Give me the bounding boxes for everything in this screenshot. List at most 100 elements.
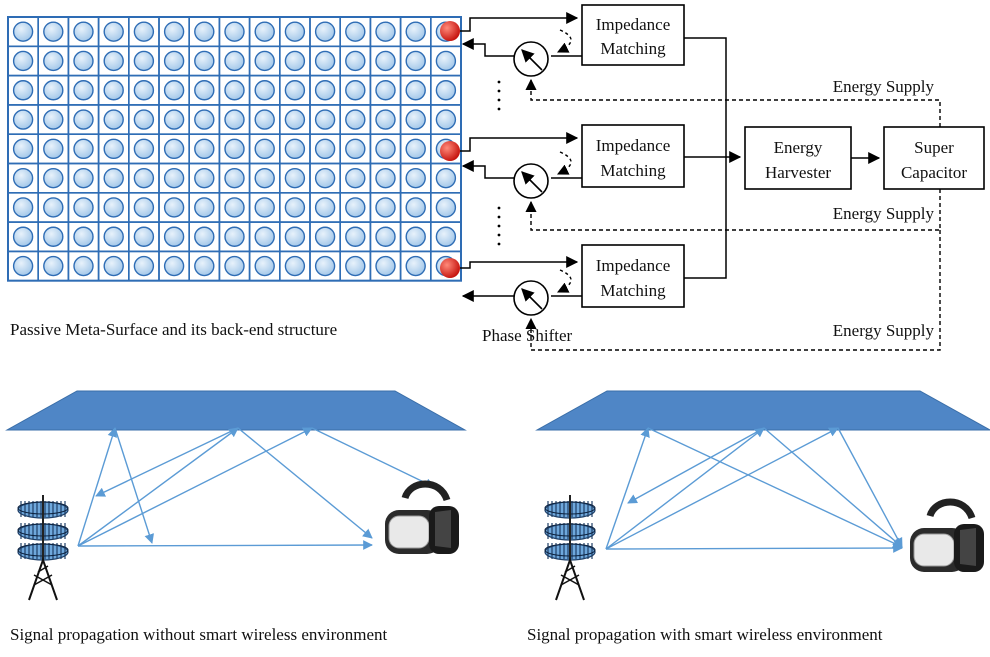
reflecting-surface	[5, 390, 467, 431]
meta-atom	[163, 255, 185, 277]
meta-atom	[375, 255, 396, 277]
meta-atom	[224, 50, 245, 72]
meta-atom	[43, 80, 64, 101]
meta-atom	[133, 226, 155, 247]
meta-atom	[73, 197, 94, 218]
svg-text:Capacitor: Capacitor	[901, 163, 967, 182]
meta-atom	[314, 255, 336, 277]
meta-atom	[284, 226, 306, 247]
svg-text:Energy: Energy	[774, 138, 823, 157]
meta-atom	[103, 21, 124, 42]
svg-text:Impedance: Impedance	[596, 136, 671, 155]
svg-text:Matching: Matching	[600, 161, 666, 180]
meta-atom	[163, 21, 185, 42]
phase-shifter-icon	[513, 280, 549, 316]
meta-atom	[12, 197, 34, 218]
meta-atom	[405, 167, 426, 189]
meta-atom	[435, 80, 457, 101]
svg-text:Impedance: Impedance	[596, 256, 671, 275]
meta-atom	[103, 138, 124, 160]
meta-atom	[375, 138, 396, 160]
meta-atom	[224, 226, 245, 247]
meta-atom	[163, 226, 185, 247]
energy-supply-label-2: Energy Supply	[833, 204, 935, 223]
phase-shifter-icon	[513, 41, 549, 77]
meta-atom	[405, 50, 426, 72]
phase-shifter-label: Phase Shifter	[482, 326, 573, 345]
energy-supply-label-1: Energy Supply	[833, 77, 935, 96]
meta-atom	[163, 80, 185, 101]
meta-atom	[73, 109, 94, 130]
meta-atom	[224, 109, 245, 130]
meta-atom	[284, 109, 306, 130]
meta-surface-cell	[429, 250, 462, 282]
meta-atom	[375, 167, 396, 189]
meta-atom	[284, 138, 306, 160]
meta-atom	[133, 167, 155, 189]
meta-atom	[314, 197, 336, 218]
meta-atom	[73, 226, 94, 247]
meta-atom	[254, 109, 275, 130]
meta-surface-grid	[7, 16, 462, 282]
meta-atom	[435, 50, 457, 72]
meta-atom	[73, 255, 94, 277]
meta-atom	[435, 226, 457, 247]
meta-atom	[284, 167, 306, 189]
meta-atom	[12, 255, 34, 277]
meta-atom	[43, 167, 64, 189]
meta-atom	[254, 21, 275, 42]
meta-surface-caption: Passive Meta-Surface and its back-end st…	[10, 320, 337, 339]
meta-atom	[12, 138, 34, 160]
meta-atom	[12, 226, 34, 247]
meta-atom	[12, 21, 34, 42]
meta-atom	[254, 50, 275, 72]
meta-atom	[43, 255, 64, 277]
meta-atom	[284, 255, 306, 277]
meta-atom	[345, 50, 366, 72]
meta-atom	[12, 50, 34, 72]
meta-atom	[314, 109, 336, 130]
svg-text:Impedance: Impedance	[596, 15, 671, 34]
meta-atom	[284, 197, 306, 218]
energy-harvester-box: Energy Harvester	[744, 126, 852, 190]
rf-chain-1: Impedance Matching	[460, 4, 727, 279]
scene-without-smart-environment	[5, 390, 467, 601]
meta-atom	[314, 138, 336, 160]
meta-atom	[133, 255, 155, 277]
svg-text:Matching: Matching	[600, 281, 666, 300]
meta-atom	[12, 109, 34, 130]
meta-atom	[314, 50, 336, 72]
phase-shifter-icon	[513, 163, 549, 199]
meta-atom	[314, 226, 336, 247]
meta-atom	[43, 109, 64, 130]
meta-atom	[435, 109, 457, 130]
meta-atom	[194, 80, 215, 101]
meta-atom	[375, 80, 396, 101]
meta-atom	[163, 138, 185, 160]
meta-atom	[103, 167, 124, 189]
meta-atom	[405, 255, 426, 277]
meta-atom	[12, 80, 34, 101]
meta-atom	[254, 197, 275, 218]
meta-atom	[133, 197, 155, 218]
meta-atom	[73, 138, 94, 160]
ellipsis-dots-1	[497, 80, 501, 111]
energy-supply-label-3: Energy Supply	[833, 321, 935, 340]
meta-atom	[284, 50, 306, 72]
meta-atom	[73, 21, 94, 42]
meta-atom	[345, 109, 366, 130]
ellipsis-dots-2	[497, 206, 501, 246]
meta-atom	[133, 50, 155, 72]
meta-atom	[194, 167, 215, 189]
caption-without: Signal propagation without smart wireles…	[10, 625, 388, 644]
meta-atom	[133, 21, 155, 42]
energy-supply-lines	[525, 78, 941, 351]
rf-chain-3: Impedance Matching	[460, 244, 685, 316]
svg-text:Matching: Matching	[600, 39, 666, 58]
meta-atom	[194, 21, 215, 42]
meta-atom	[314, 80, 336, 101]
meta-atom	[103, 109, 124, 130]
meta-atom	[73, 167, 94, 189]
meta-atom	[405, 138, 426, 160]
rf-chain-2: Impedance Matching	[460, 124, 742, 199]
